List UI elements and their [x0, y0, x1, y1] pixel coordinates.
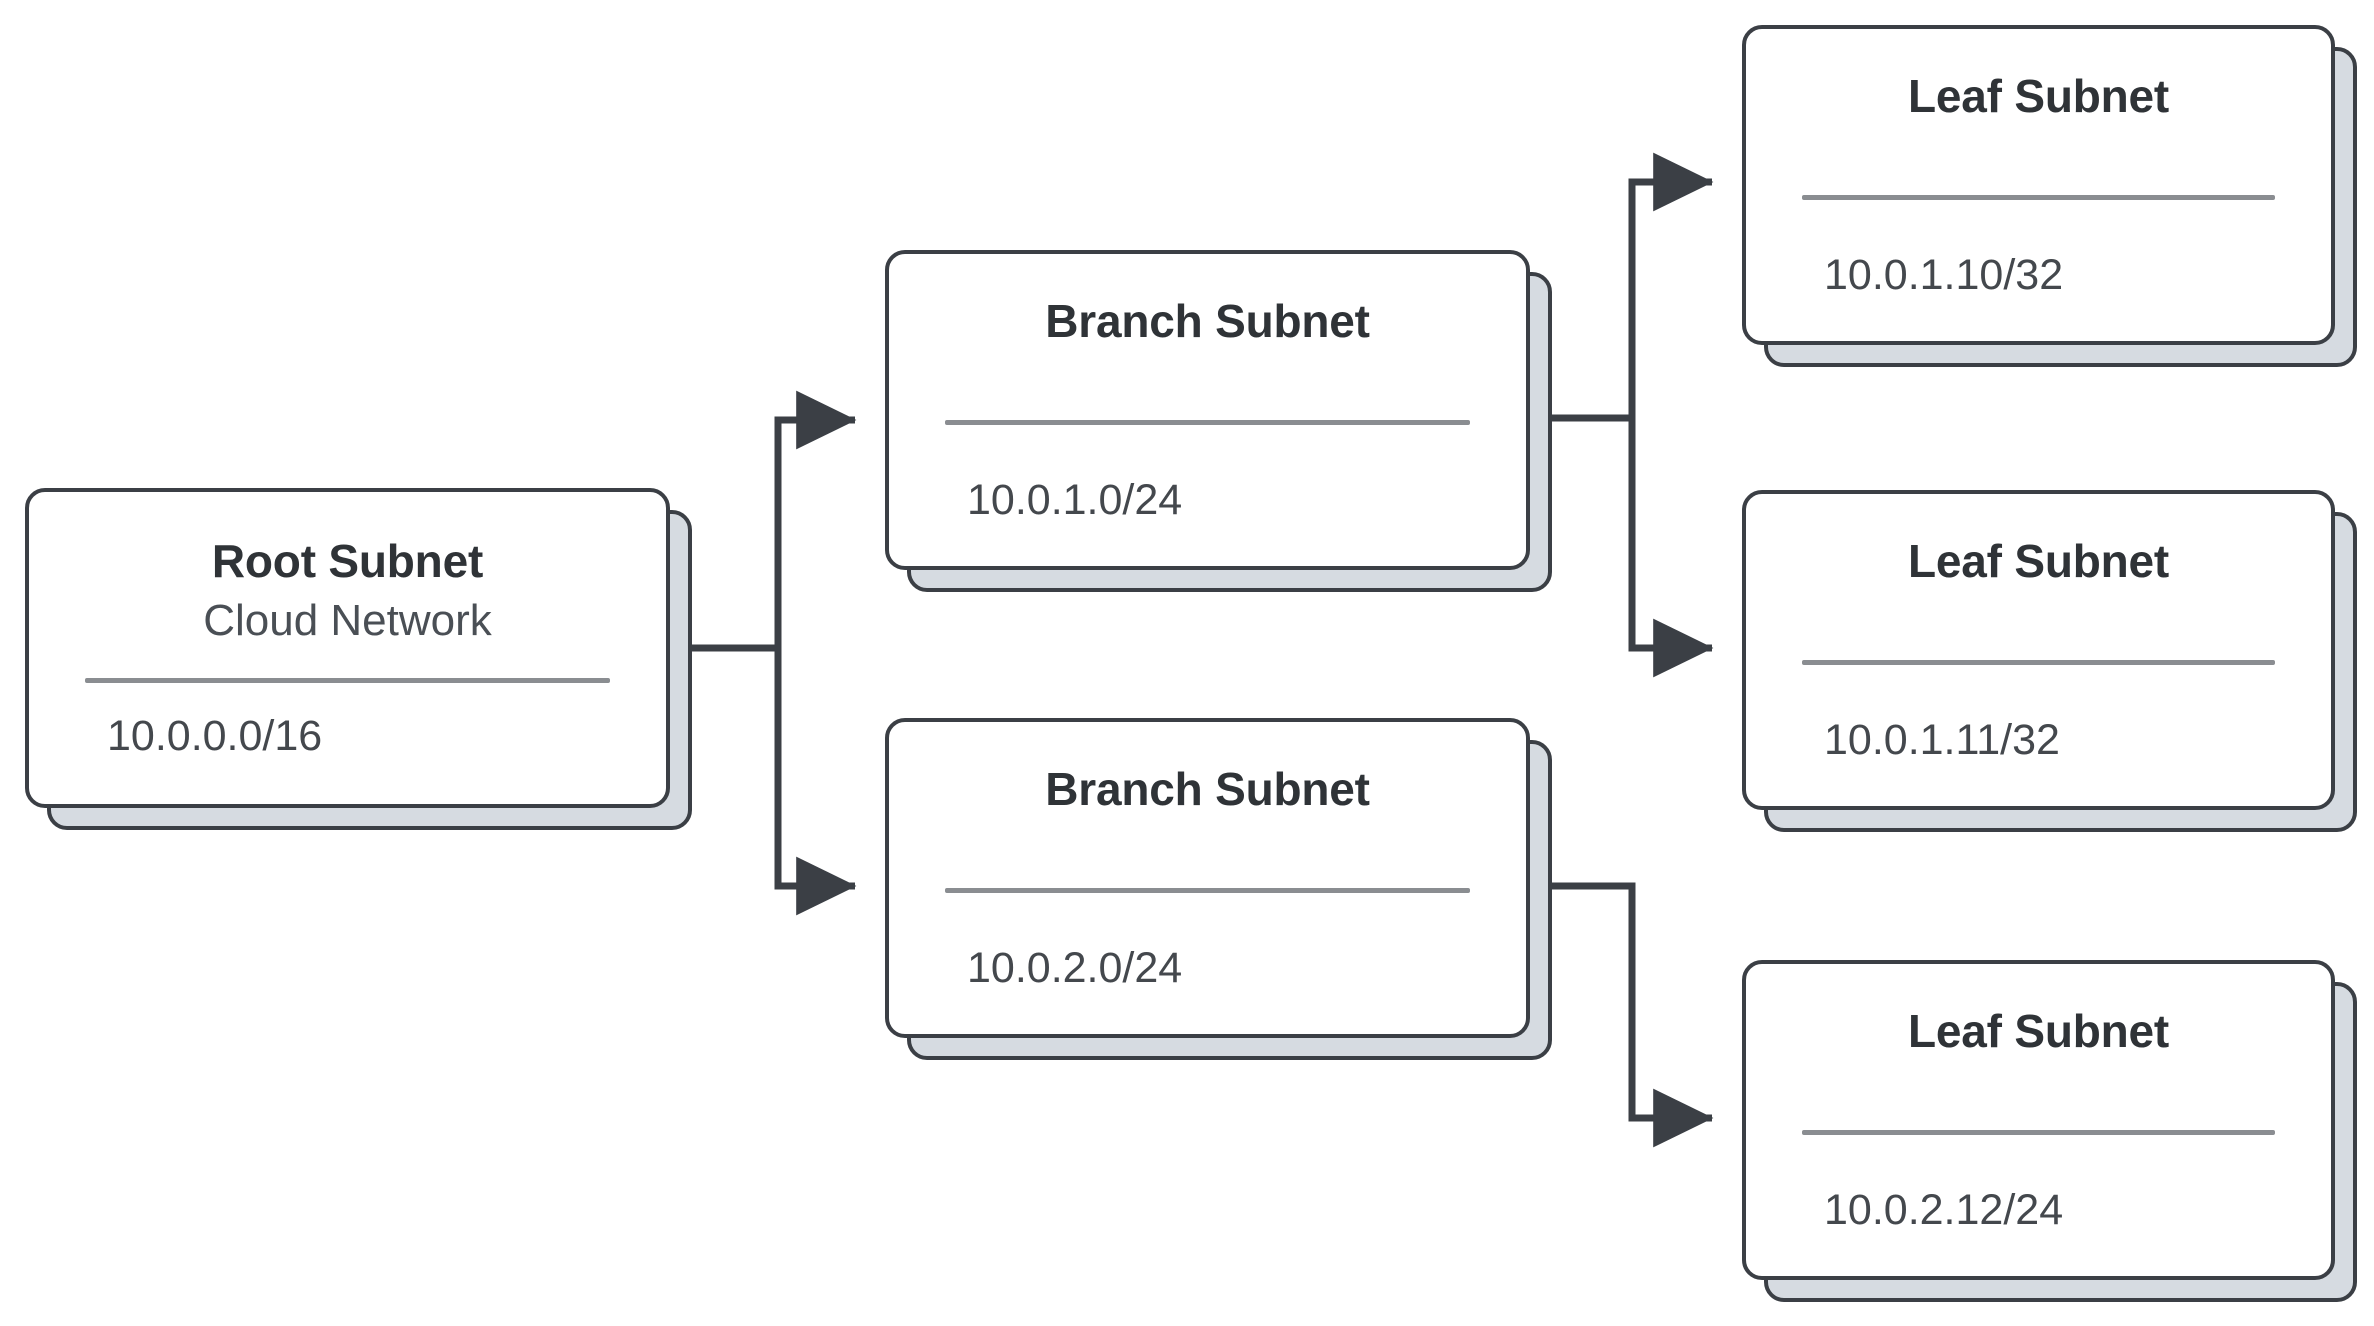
node-leaf-subnet-2[interactable]: Leaf Subnet 10.0.1.11/32	[1742, 490, 2357, 832]
node-cidr: 10.0.1.10/32	[1824, 251, 2064, 300]
subnet-card[interactable]: Leaf Subnet 10.0.2.12/24	[1742, 960, 2335, 1280]
card-divider	[945, 888, 1470, 894]
edge-branch1-to-leaf2	[1628, 418, 1714, 678]
subnet-card[interactable]: Branch Subnet 10.0.1.0/24	[885, 250, 1530, 570]
node-subtitle: Cloud Network	[203, 595, 492, 645]
subnet-card[interactable]: Branch Subnet 10.0.2.0/24	[885, 718, 1530, 1038]
card-divider	[1802, 195, 2275, 201]
node-cidr: 10.0.1.11/32	[1824, 716, 2060, 765]
node-title: Branch Subnet	[1045, 762, 1370, 815]
card-divider	[85, 677, 610, 683]
node-leaf-subnet-1[interactable]: Leaf Subnet 10.0.1.10/32	[1742, 25, 2357, 367]
edge-root-to-branch1	[672, 390, 857, 652]
card-divider	[1802, 1130, 2275, 1136]
subnet-card[interactable]: Root Subnet Cloud Network 10.0.0.0/16	[25, 488, 670, 808]
subnet-card[interactable]: Leaf Subnet 10.0.1.11/32	[1742, 490, 2335, 810]
node-cidr: 10.0.0.0/16	[107, 711, 323, 760]
node-title: Leaf Subnet	[1907, 69, 2170, 122]
node-root-subnet[interactable]: Root Subnet Cloud Network 10.0.0.0/16	[25, 488, 692, 830]
card-divider	[1802, 660, 2275, 666]
node-title: Leaf Subnet	[1907, 534, 2170, 587]
node-branch-subnet-1[interactable]: Branch Subnet 10.0.1.0/24	[885, 250, 1552, 592]
node-cidr: 10.0.2.0/24	[967, 944, 1183, 993]
edge-branch1-to-leaf1	[1532, 152, 1714, 422]
card-divider	[945, 420, 1470, 426]
edge-branch2-to-leaf3	[1532, 882, 1714, 1148]
node-branch-subnet-2[interactable]: Branch Subnet 10.0.2.0/24	[885, 718, 1552, 1060]
node-title: Leaf Subnet	[1907, 1004, 2170, 1057]
node-title: Branch Subnet	[1045, 294, 1370, 347]
node-leaf-subnet-3[interactable]: Leaf Subnet 10.0.2.12/24	[1742, 960, 2357, 1302]
edge-root-to-branch2	[774, 648, 857, 916]
subnet-card[interactable]: Leaf Subnet 10.0.1.10/32	[1742, 25, 2335, 345]
node-cidr: 10.0.2.12/24	[1824, 1186, 2064, 1235]
node-cidr: 10.0.1.0/24	[967, 476, 1183, 525]
node-title: Root Subnet	[211, 535, 484, 588]
